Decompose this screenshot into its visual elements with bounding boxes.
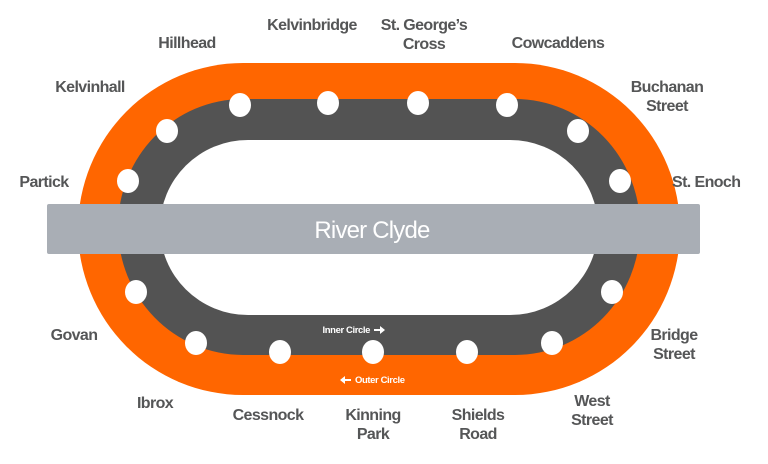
station-label-line: West <box>574 393 611 410</box>
station-dot-st-enoch[interactable] <box>609 169 631 193</box>
station-dot-partick[interactable] <box>117 169 139 193</box>
station-label-st-enoch: St. Enoch <box>672 174 740 191</box>
station-label-line: Cowcaddens <box>512 35 605 52</box>
station-label-line: Street <box>571 412 614 429</box>
station-dot-bridge-street[interactable] <box>601 280 623 304</box>
station-dot-cessnock[interactable] <box>269 340 291 364</box>
station-label-kelvinhall: Kelvinhall <box>55 79 125 96</box>
station-label-line: Govan <box>51 327 98 344</box>
station-label-kelvinbridge: Kelvinbridge <box>267 17 357 34</box>
station-label-ibrox: Ibrox <box>137 395 174 412</box>
station-label-cowcaddens: Cowcaddens <box>512 35 605 52</box>
station-label-line: Cessnock <box>233 407 304 424</box>
outer-circle-label: Outer Circle <box>355 375 405 386</box>
station-dot-buchanan-street[interactable] <box>567 119 589 143</box>
station-label-hillhead: Hillhead <box>158 35 215 52</box>
station-dot-west-street[interactable] <box>541 331 563 355</box>
station-label-line: Cross <box>403 36 446 53</box>
station-label-line: Road <box>459 426 497 443</box>
station-label-line: Kelvinhall <box>55 79 125 96</box>
station-label-line: Partick <box>19 174 69 191</box>
station-label-line: St. Enoch <box>672 174 740 191</box>
station-label-line: Bridge <box>650 327 698 344</box>
station-label-govan: Govan <box>51 327 98 344</box>
arrow-left-icon <box>340 376 351 384</box>
station-label-cessnock: Cessnock <box>233 407 304 424</box>
station-label-line: Buchanan <box>631 79 704 96</box>
inner-circle-label: Inner Circle <box>323 325 371 336</box>
station-label-line: Park <box>357 426 390 443</box>
direction-inner: Inner Circle <box>323 325 385 336</box>
river-label: River Clyde <box>314 217 430 244</box>
station-dot-st-george-s-cross[interactable] <box>407 91 429 115</box>
station-label-partick: Partick <box>19 174 69 191</box>
station-dot-govan[interactable] <box>125 280 147 304</box>
station-dot-kinning-park[interactable] <box>362 340 384 364</box>
station-label-line: Street <box>653 346 696 363</box>
arrow-right-icon <box>374 326 385 334</box>
station-dot-hillhead[interactable] <box>229 93 251 117</box>
station-label-line: Street <box>646 98 689 115</box>
station-dot-kelvinhall[interactable] <box>156 119 178 143</box>
station-dot-kelvinbridge[interactable] <box>317 91 339 115</box>
station-label-line: Kinning <box>345 407 400 424</box>
station-label-line: Shields <box>452 407 505 424</box>
station-label-line: St. George’s <box>381 17 468 34</box>
station-dot-ibrox[interactable] <box>185 331 207 355</box>
station-label-line: Kelvinbridge <box>267 17 357 34</box>
river-band <box>47 204 700 254</box>
station-dot-shields-road[interactable] <box>456 340 478 364</box>
station-label-line: Hillhead <box>158 35 215 52</box>
station-dots <box>117 91 631 364</box>
station-dot-cowcaddens[interactable] <box>496 93 518 117</box>
direction-outer: Outer Circle <box>340 375 405 386</box>
station-label-line: Ibrox <box>137 395 174 412</box>
